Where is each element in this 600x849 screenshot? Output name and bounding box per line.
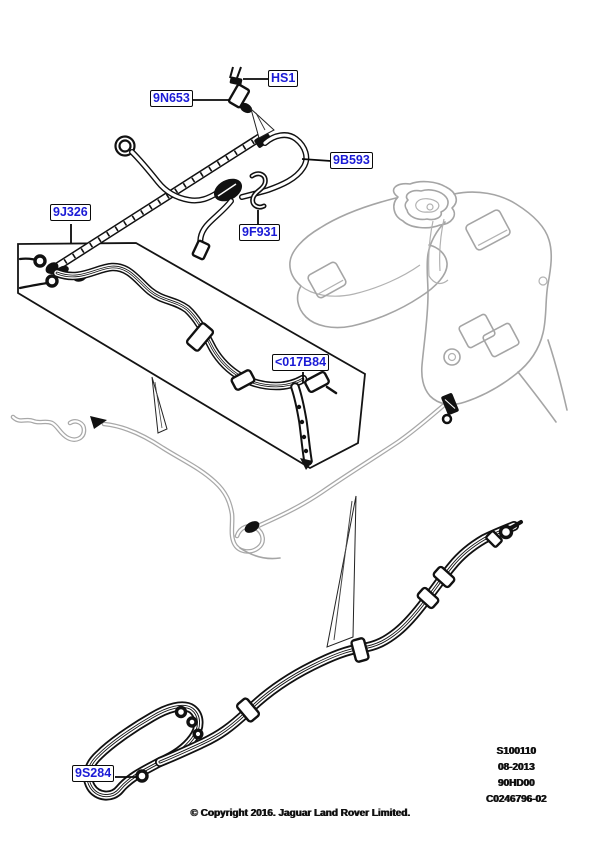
callout-017b84[interactable]: <017B84 <box>272 354 330 371</box>
callout-hs1[interactable]: HS1 <box>268 70 299 87</box>
vehicle-fuel-line-ghost-art <box>13 393 459 560</box>
drawing-reference: C0246796-02 <box>485 794 547 805</box>
drawing-info-block: S100110 08-2013 90HD00 C0246796-02 <box>462 744 570 808</box>
copyright-notice: © Copyright 2016. Jaguar Land Rover Limi… <box>190 808 410 819</box>
top-hose-assembly-art <box>114 66 307 261</box>
boxed-hose-assembly-art <box>18 254 338 470</box>
callout-9b593[interactable]: 9B593 <box>330 152 373 169</box>
bottom-hose-assembly-art <box>88 520 523 796</box>
drawing-number: S100110 <box>496 746 536 757</box>
callout-9j326[interactable]: 9J326 <box>50 204 91 221</box>
direction-arrow <box>90 416 107 429</box>
tank-connector-black <box>441 393 459 425</box>
drawing-code: 90HD00 <box>497 778 535 789</box>
pointer-triangles <box>151 376 357 648</box>
callout-9n653[interactable]: 9N653 <box>150 90 193 107</box>
fuel-tank-ghost-art <box>289 180 568 423</box>
hose-connector-black <box>244 521 260 533</box>
location-box-outline <box>17 242 366 470</box>
callout-9f931[interactable]: 9F931 <box>239 224 281 241</box>
drawing-date: 08-2013 <box>497 762 535 773</box>
callout-9s284[interactable]: 9S284 <box>72 765 115 782</box>
leader-lines <box>70 78 332 778</box>
